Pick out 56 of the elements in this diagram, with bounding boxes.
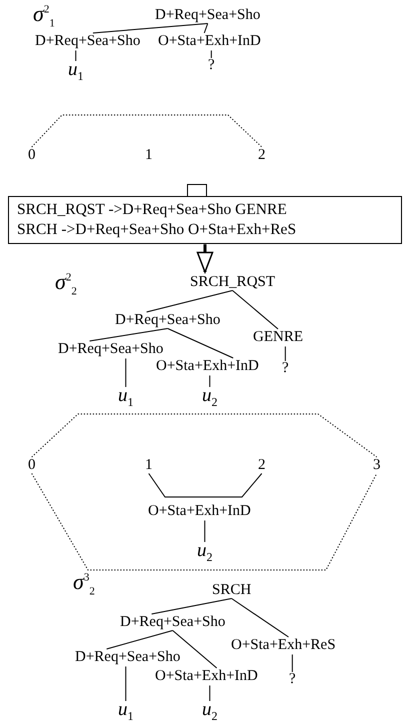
vertex-number: 1	[145, 457, 152, 474]
tree-node-label: O+Sta+Exh+ReS	[231, 637, 336, 654]
tree-branch	[92, 23, 208, 34]
tree-node-label: D+Req+Sea+Sho	[75, 649, 180, 666]
symbol-label: u$_{2}$	[197, 541, 212, 563]
symbol-label: u$_{1}$	[118, 700, 134, 722]
tree-node-label: D+Req+Sea+Sho	[120, 614, 226, 630]
tick-line	[284, 346, 286, 362]
tick-line	[75, 50, 76, 62]
dotted-arc	[31, 414, 378, 458]
symbol-label: u$_{1}$	[68, 60, 84, 82]
tree-node-label: SRCH_RQST	[190, 274, 276, 290]
tree-node-label: O+Sta+Exh+InD	[158, 33, 261, 50]
tick-line	[292, 654, 293, 672]
dotted-arc	[31, 473, 378, 570]
vertex-number: 3	[373, 457, 380, 474]
tick-line	[210, 50, 212, 58]
tick-line	[125, 666, 126, 702]
tick-line	[204, 520, 206, 542]
vertex-number: 2	[258, 457, 266, 474]
tree-branch	[232, 290, 278, 330]
vertex-number: 0	[28, 147, 36, 164]
vertex-number: 0	[28, 457, 36, 474]
arc-label: O+Sta+Exh+InD	[148, 503, 251, 520]
tick-line	[125, 358, 126, 388]
tree-branch	[106, 630, 174, 650]
tree-branch	[146, 290, 234, 312]
vertex-number: 2	[258, 147, 266, 164]
symbol-label: u$_{1}$	[118, 386, 134, 408]
rule-text: SRCH_RQST ->D+Req+Sea+Sho GENRE	[17, 200, 288, 220]
tree-node-label: O+Sta+Exh+InD	[155, 668, 258, 684]
symbol-label: ?	[208, 57, 215, 74]
tree-branch	[151, 598, 232, 614]
tree-node-label: SRCH	[212, 582, 252, 598]
tree-branch	[172, 630, 218, 668]
chart-arc	[148, 473, 262, 498]
tree-node-label: D+Req+Sea+Sho	[115, 312, 220, 328]
tree-node-label: D+Req+Sea+Sho	[58, 341, 164, 358]
tree-branch	[204, 23, 208, 34]
symbol-label: u$_{2}$	[202, 700, 218, 722]
tree-branch	[231, 598, 289, 638]
symbol-label: u$_{2}$	[202, 386, 218, 408]
tree-node-label: D+Req+Sea+Sho	[155, 7, 260, 24]
symbol-label: ?	[282, 360, 289, 376]
rule-text: SRCH ->D+Req+Sea+Sho O+Sta+Exh+ReS	[17, 220, 298, 240]
block-arrow	[196, 244, 214, 273]
symbol-label: ?	[289, 671, 296, 688]
vertex-number: 1	[145, 147, 152, 164]
tree-branch	[167, 328, 234, 358]
dotted-arc	[31, 114, 262, 148]
tick-line	[209, 375, 210, 388]
tree-node-label: D+Req+Sea+Sho	[35, 33, 140, 50]
tree-node-label: O+Sta+Exh+InD	[156, 358, 259, 374]
tree-branch	[89, 328, 168, 342]
tree-node-label: GENRE	[253, 329, 303, 346]
tick-line	[209, 685, 210, 702]
